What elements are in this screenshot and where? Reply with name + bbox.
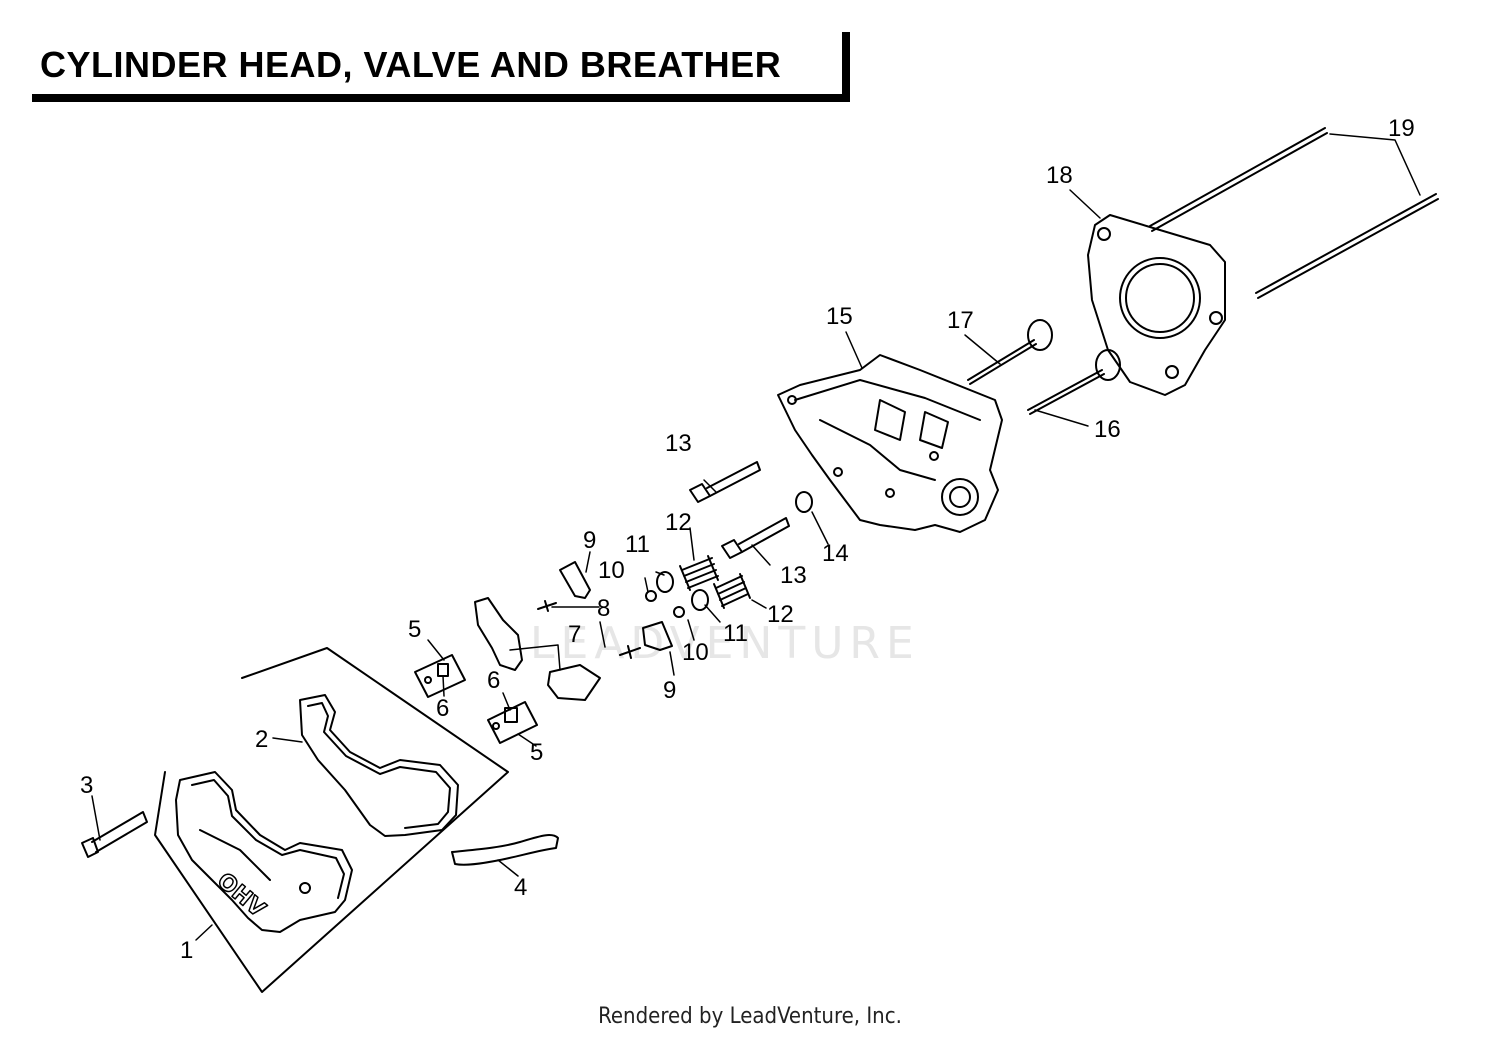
page-title: CYLINDER HEAD, VALVE AND BREATHER [40, 44, 782, 85]
push-rods-part-19 [1149, 127, 1439, 299]
title-box [32, 32, 850, 102]
callout-7: 7 [568, 621, 581, 648]
rocker-arm-part-7 [474, 597, 601, 701]
callout-17: 17 [947, 307, 974, 334]
washer-part-14 [795, 491, 813, 513]
callout-3: 3 [80, 772, 93, 799]
callout-9-upper: 9 [583, 527, 596, 554]
breather-fitting-upper [414, 654, 466, 698]
cover-group-bracket [154, 647, 509, 993]
callout-13-upper: 13 [665, 430, 692, 457]
cover-gasket-part-2 [299, 694, 459, 837]
callout-9-lower: 9 [663, 677, 676, 704]
exhaust-valve-part-16 [1027, 349, 1121, 415]
breather-fitting-lower [487, 701, 538, 744]
callout-19: 19 [1388, 115, 1415, 142]
callout-13-lower: 13 [780, 562, 807, 589]
rocker-pivot-part-8 [537, 600, 641, 659]
head-gasket-part-18 [1087, 214, 1226, 396]
valve-spring-lower [713, 573, 751, 609]
callout-6-lower: 6 [487, 667, 500, 694]
callout-8: 8 [597, 595, 610, 622]
cylinder-head-part-15 [777, 354, 1003, 533]
callout-15: 15 [826, 303, 853, 330]
ohv-mark: OHV [212, 868, 270, 922]
callout-10-lower: 10 [682, 639, 709, 666]
callout-18: 18 [1046, 162, 1073, 189]
watermark: LEADVENTURE [530, 618, 920, 669]
callout-12-lower: 12 [767, 601, 794, 628]
valve-spring-upper [679, 555, 719, 591]
valve-cover-part-1 [175, 771, 353, 933]
seal-11-upper [656, 571, 674, 593]
head-bolt-lower [721, 517, 790, 559]
leader-lines [91, 133, 1421, 941]
callout-11-lower: 11 [723, 620, 748, 647]
callout-10-upper: 10 [598, 557, 625, 584]
callout-16: 16 [1094, 416, 1121, 443]
guide-plate-upper [559, 561, 591, 599]
callout-5-lower: 5 [530, 739, 543, 766]
callout-11-upper: 11 [625, 531, 650, 558]
callout-1: 1 [180, 937, 193, 964]
footer-credit: Rendered by LeadVenture, Inc. [598, 1004, 902, 1029]
callout-5-upper: 5 [408, 616, 421, 643]
guide-plate-lower [642, 621, 673, 651]
seal-11-lower [691, 589, 709, 611]
callout-6-upper: 6 [436, 695, 449, 722]
callout-4: 4 [514, 874, 527, 901]
callout-14: 14 [822, 540, 849, 567]
head-bolt-upper [689, 461, 761, 503]
breather-tube-part-4 [451, 834, 559, 866]
retainer-10-upper [645, 590, 657, 602]
retainer-10-lower [673, 606, 685, 618]
callout-2: 2 [255, 726, 268, 753]
intake-valve-part-17 [967, 319, 1053, 385]
bolt-part-3 [81, 811, 148, 858]
callout-12-upper: 12 [665, 509, 692, 536]
